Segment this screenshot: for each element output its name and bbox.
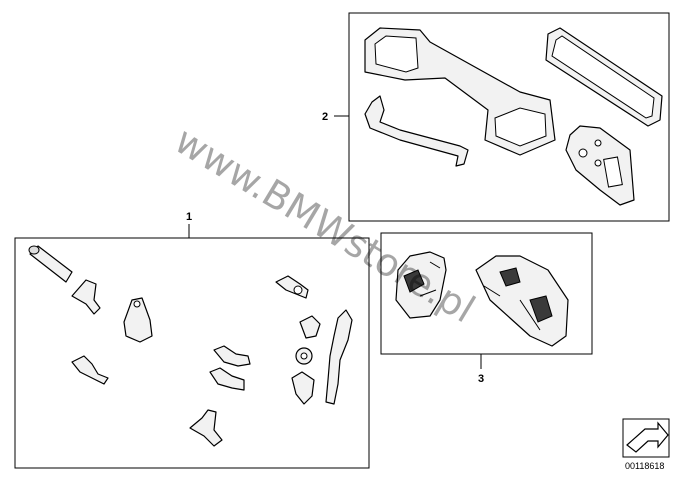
- group-1-frame: [14, 237, 370, 469]
- callout-2: 2: [322, 111, 328, 123]
- knob-stud-b: [275, 275, 309, 299]
- rod-piece: [28, 245, 73, 283]
- connector-plug-a: [213, 345, 251, 367]
- group-2-frame: [348, 12, 670, 222]
- gasket-rectangle-seal: [545, 27, 663, 127]
- long-arm-lever: [325, 309, 353, 405]
- housing-large: [475, 255, 569, 347]
- housing-small: [395, 251, 447, 319]
- document-number: 00118618: [625, 461, 664, 471]
- callout-3: 3: [478, 373, 484, 385]
- flap-bracket: [123, 297, 153, 343]
- gasket-frame-large: [364, 27, 556, 156]
- gear-small-b: [295, 347, 313, 365]
- gasket-strip-curved: [364, 95, 469, 167]
- knob-stud-a: [71, 355, 109, 385]
- arrow-in-box-icon: [622, 418, 670, 458]
- callout-1: 1: [186, 211, 192, 223]
- lever-clip-a: [71, 279, 101, 315]
- gasket-plate: [565, 125, 635, 206]
- gear-small-a: [299, 315, 321, 339]
- connector-plug-b: [209, 367, 245, 391]
- lever-clip-c: [189, 409, 223, 447]
- clip-lever-b: [291, 371, 315, 405]
- group-3-frame: [380, 232, 593, 355]
